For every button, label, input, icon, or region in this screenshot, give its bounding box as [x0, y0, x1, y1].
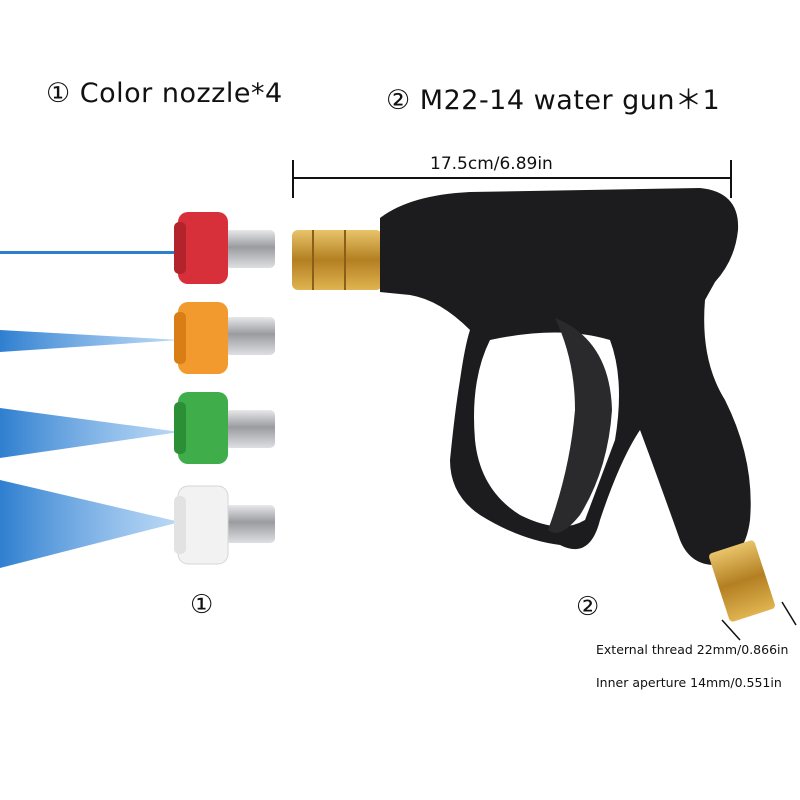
- nozzle-white: [174, 485, 275, 565]
- inner-aperture-spec: Inner aperture 14mm/0.551in: [596, 675, 782, 690]
- header-water-gun: ② M22-14 water gun＊1: [386, 85, 721, 116]
- gun-marker: ②: [576, 592, 600, 622]
- spray-25-degree: [0, 408, 180, 458]
- nozzle-marker: ①: [190, 590, 214, 620]
- gun-length-label: 17.5cm/6.89in: [430, 154, 553, 174]
- spray-jets: [0, 251, 180, 568]
- brass-rear-fitting: [709, 540, 775, 622]
- nozzle-green: [174, 392, 275, 464]
- spray-zero-degree: [0, 251, 180, 254]
- header-color-nozzle: ① Color nozzle*4: [46, 78, 283, 109]
- brass-quick-coupler: [292, 230, 382, 290]
- nozzle-red: [174, 212, 275, 284]
- trigger: [548, 318, 612, 533]
- dimension-line: [292, 160, 732, 198]
- nozzle-orange: [174, 302, 275, 374]
- spray-15-degree: [0, 330, 180, 352]
- spray-40-degree: [0, 480, 180, 568]
- water-gun: [292, 188, 797, 641]
- external-thread-spec: External thread 22mm/0.866in: [596, 642, 789, 657]
